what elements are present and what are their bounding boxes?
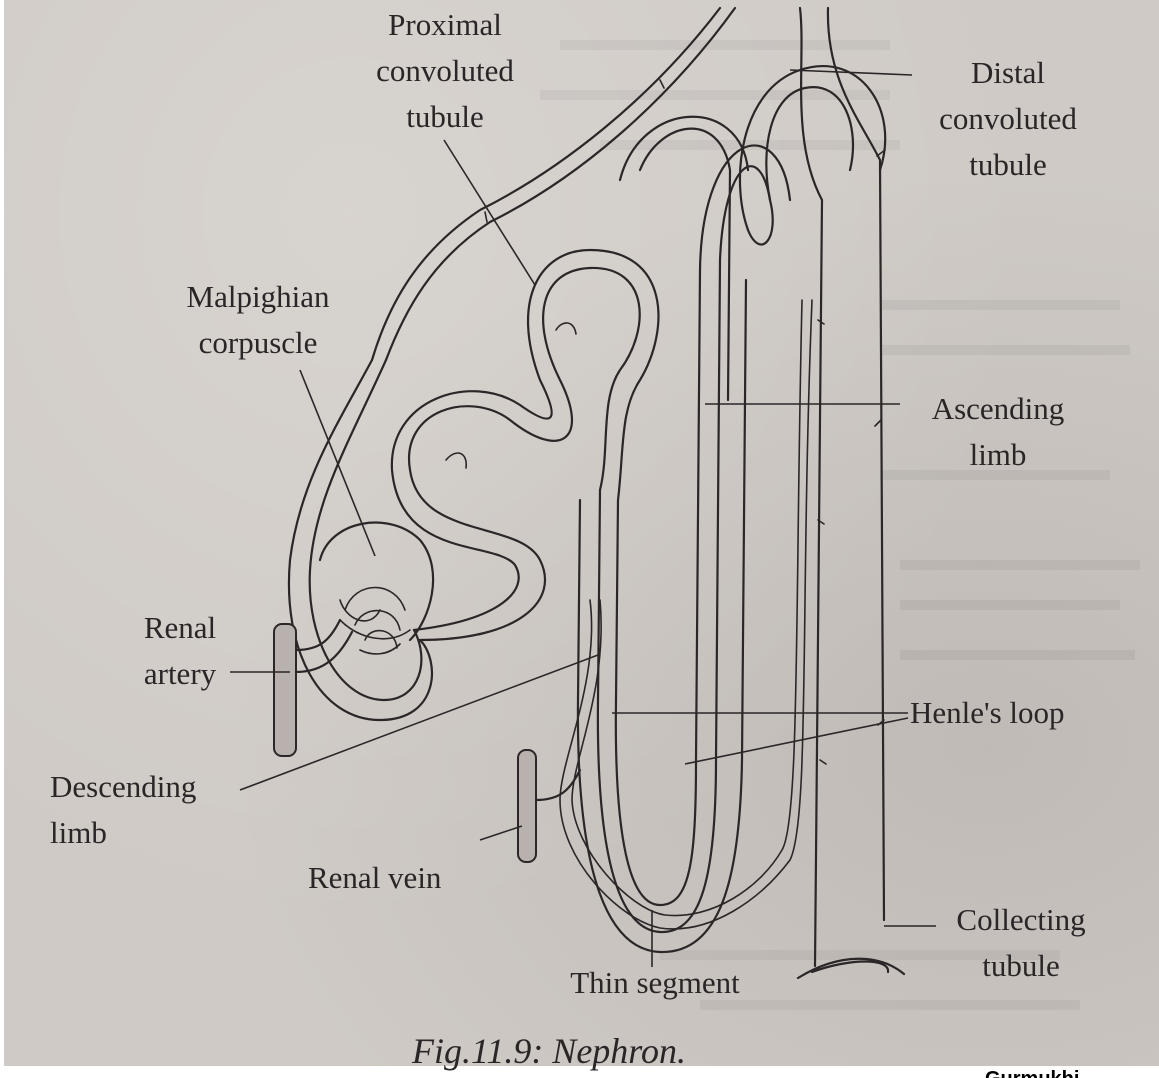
label-henles-loop: Henle's loop: [910, 690, 1110, 736]
label-proximal-convoluted-tubule: Proximal convoluted tubule: [290, 2, 600, 140]
label-renal-vein: Renal vein: [308, 855, 488, 901]
renal-artery-shape: [274, 620, 352, 756]
label-thin-segment: Thin segment: [545, 960, 765, 1006]
corner-watermark-text: Gurmukhi: [985, 1062, 1079, 1078]
figure-caption: Fig.11.9: Nephron.: [412, 1030, 686, 1072]
collecting-tubule: [798, 8, 904, 978]
label-malpighian-corpuscle: Malpighian corpuscle: [148, 274, 368, 366]
label-distal-convoluted-tubule: Distal convoluted tubule: [918, 50, 1098, 188]
label-renal-artery: Renal artery: [120, 605, 240, 697]
leader-lines: [230, 70, 936, 967]
label-descending-limb: Descending limb: [50, 764, 240, 856]
henles-loop-shape: [578, 66, 885, 952]
proximal-convoluted-tubule-shape: [392, 250, 659, 640]
label-collecting-tubule: Collecting tubule: [936, 897, 1106, 989]
label-ascending-limb: Ascending limb: [908, 386, 1088, 478]
